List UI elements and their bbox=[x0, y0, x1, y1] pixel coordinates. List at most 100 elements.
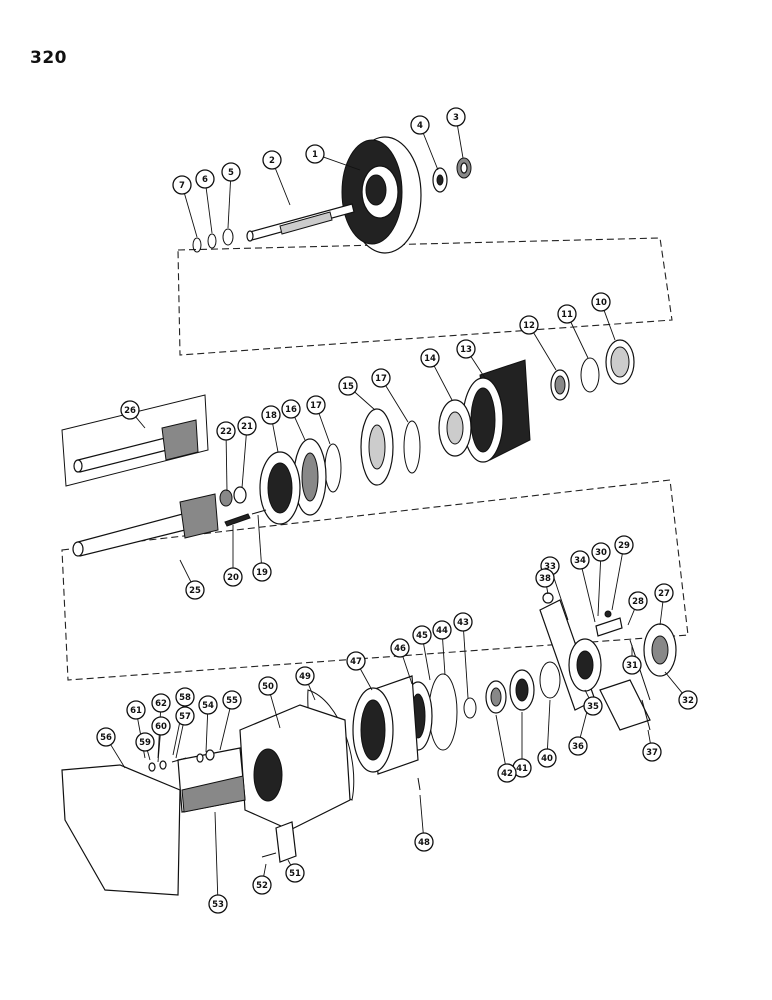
callout-circle bbox=[414, 832, 434, 852]
callout-label: 42 bbox=[501, 769, 513, 779]
callout-label: 13 bbox=[460, 345, 472, 355]
callout-label: 28 bbox=[632, 597, 644, 607]
callout-label: 7 bbox=[179, 181, 185, 191]
ring-17-lower bbox=[324, 443, 342, 493]
callout-circle bbox=[252, 562, 272, 582]
upper-group-outline bbox=[177, 237, 673, 356]
leader-line bbox=[179, 559, 192, 583]
collar-35 bbox=[568, 638, 602, 692]
leader-line bbox=[359, 668, 373, 691]
callout-circle bbox=[198, 695, 218, 715]
leader-line bbox=[659, 601, 664, 626]
callout-circle bbox=[535, 568, 555, 588]
callout-label: 20 bbox=[227, 573, 239, 583]
bearing-10 bbox=[605, 339, 635, 385]
callout-label: 11 bbox=[561, 310, 573, 320]
callout-11: 11 bbox=[557, 304, 577, 324]
callout-38: 38 bbox=[535, 568, 555, 588]
callout-53: 53 bbox=[208, 894, 228, 914]
callout-43: 43 bbox=[453, 612, 473, 632]
washer-4 bbox=[432, 167, 448, 193]
callout-2: 2 bbox=[262, 150, 282, 170]
callout-label: 22 bbox=[220, 427, 232, 437]
leader-line bbox=[627, 609, 635, 626]
callout-label: 48 bbox=[418, 838, 430, 848]
callout-circle bbox=[642, 742, 662, 762]
callout-44: 44 bbox=[432, 620, 452, 640]
leader-line bbox=[597, 560, 602, 617]
callout-circle bbox=[678, 690, 698, 710]
callout-circle bbox=[456, 339, 476, 359]
callout-32: 32 bbox=[678, 690, 698, 710]
callout-circle bbox=[305, 144, 325, 164]
callout-label: 55 bbox=[226, 696, 238, 706]
nut-3 bbox=[456, 157, 472, 179]
page-number: 320 bbox=[30, 48, 67, 68]
callout-13: 13 bbox=[456, 339, 476, 359]
main-gear bbox=[341, 136, 422, 254]
shield-56 bbox=[61, 764, 181, 896]
callout-circle bbox=[172, 175, 192, 195]
leader-line bbox=[318, 413, 331, 445]
callout-31: 31 bbox=[622, 655, 642, 675]
callout-47: 47 bbox=[346, 651, 366, 671]
callout-label: 34 bbox=[574, 556, 586, 566]
leader-line bbox=[214, 811, 219, 896]
leader-line bbox=[647, 729, 651, 744]
callout-label: 38 bbox=[539, 574, 551, 584]
pin-19 bbox=[251, 509, 267, 515]
housing-27 bbox=[643, 623, 677, 677]
callout-30: 30 bbox=[591, 542, 611, 562]
callout-label: 6 bbox=[202, 175, 208, 185]
leader-line bbox=[272, 423, 279, 453]
callout-label: 46 bbox=[394, 644, 406, 654]
callout-label: 17 bbox=[310, 401, 322, 411]
plate-15 bbox=[360, 408, 394, 486]
callout-3: 3 bbox=[446, 107, 466, 127]
callout-51: 51 bbox=[285, 863, 305, 883]
bolt-52 bbox=[261, 852, 277, 858]
callout-29: 29 bbox=[614, 535, 634, 555]
callout-circle bbox=[175, 687, 195, 707]
callout-label: 49 bbox=[299, 672, 311, 682]
leader-line bbox=[323, 156, 361, 171]
callout-label: 1 bbox=[312, 150, 318, 160]
leader-line bbox=[603, 310, 616, 341]
leader-line bbox=[274, 168, 291, 206]
pin-48 bbox=[417, 777, 421, 791]
callout-6: 6 bbox=[195, 169, 215, 189]
leader-line bbox=[184, 193, 198, 238]
callout-label: 17 bbox=[375, 374, 387, 384]
leader-line bbox=[584, 689, 590, 699]
callout-circle bbox=[453, 612, 473, 632]
callout-label: 19 bbox=[256, 568, 268, 578]
leader-line bbox=[294, 417, 306, 441]
callout-55: 55 bbox=[222, 690, 242, 710]
leader-line bbox=[227, 180, 231, 229]
leader-line bbox=[442, 638, 446, 676]
callout-circle bbox=[346, 651, 366, 671]
callout-59: 59 bbox=[135, 732, 155, 752]
leader-line bbox=[433, 365, 453, 401]
leader-line bbox=[422, 133, 439, 171]
callout-52: 52 bbox=[252, 875, 272, 895]
callout-40: 40 bbox=[537, 748, 557, 768]
callout-1: 1 bbox=[305, 144, 325, 164]
callout-circle bbox=[568, 736, 588, 756]
callout-circle bbox=[446, 107, 466, 127]
callout-49: 49 bbox=[295, 666, 315, 686]
small-parts-54-62 bbox=[148, 749, 215, 772]
callout-54: 54 bbox=[198, 695, 218, 715]
bearing-41 bbox=[509, 669, 535, 711]
callout-circle bbox=[306, 395, 326, 415]
callout-20: 20 bbox=[223, 567, 243, 587]
callout-50: 50 bbox=[258, 676, 278, 696]
leader-line bbox=[241, 434, 247, 489]
callout-26: 26 bbox=[120, 400, 140, 420]
leader-line bbox=[135, 416, 146, 429]
callout-60: 60 bbox=[151, 716, 171, 736]
callout-label: 5 bbox=[228, 168, 234, 178]
ring-44 bbox=[463, 697, 477, 719]
spring-20 bbox=[224, 513, 251, 527]
